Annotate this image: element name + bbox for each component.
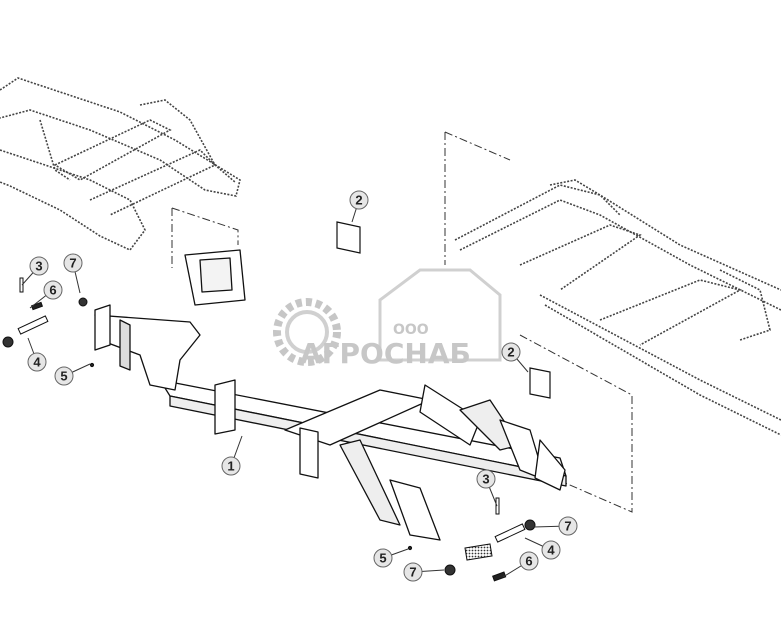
hardware-left xyxy=(2,277,95,368)
callout-label: 4 xyxy=(547,543,555,558)
ghost-frame-left xyxy=(0,77,241,251)
callout-circle xyxy=(29,256,49,276)
callout-label: 5 xyxy=(379,551,386,566)
main-frame xyxy=(94,249,567,541)
callout-circle xyxy=(501,342,521,362)
callout-2b: 2 xyxy=(501,342,529,373)
callout-circle xyxy=(403,562,423,582)
callout-label: 4 xyxy=(33,355,41,370)
callout-4a: 4 xyxy=(27,337,47,372)
callout-circle xyxy=(349,190,369,210)
callout-circle xyxy=(373,548,393,568)
harvester-logo-icon xyxy=(378,268,502,362)
callout-circle xyxy=(43,280,63,300)
callout-7b: 7 xyxy=(533,516,578,536)
gear-logo-icon xyxy=(273,298,341,366)
watermark-company-name: АГРОСНАБ xyxy=(300,337,471,370)
hardware-right xyxy=(407,497,536,582)
callout-2a: 2 xyxy=(349,190,369,223)
callout-label: 7 xyxy=(69,256,76,271)
callout-label: 1 xyxy=(227,459,234,474)
callout-label: 2 xyxy=(355,193,362,208)
callout-circle xyxy=(63,253,83,273)
callout-label: 7 xyxy=(409,565,416,580)
callout-6a: 6 xyxy=(29,280,63,309)
callout-1: 1 xyxy=(221,435,243,476)
callout-4b: 4 xyxy=(524,537,561,560)
callout-circle xyxy=(519,551,539,571)
callout-circle xyxy=(476,469,496,489)
callout-circle xyxy=(27,352,47,372)
plates xyxy=(336,221,551,399)
watermark: ООО АГРОСНАБ xyxy=(273,268,502,370)
callout-circle xyxy=(541,540,561,560)
callout-label: 3 xyxy=(482,472,489,487)
callout-circle xyxy=(221,456,241,476)
callout-5b: 5 xyxy=(373,548,409,568)
callout-label: 3 xyxy=(35,259,42,274)
callout-circle xyxy=(54,366,74,386)
callout-label: 7 xyxy=(564,519,571,534)
callout-circle xyxy=(558,516,578,536)
callout-3a: 3 xyxy=(21,256,49,286)
callout-label: 6 xyxy=(525,554,532,569)
ghost-frame-right xyxy=(454,179,781,436)
mount-panels xyxy=(171,131,633,513)
watermark-company-type: ООО xyxy=(393,322,429,338)
callout-7c: 7 xyxy=(403,562,445,582)
callout-7a: 7 xyxy=(63,253,83,294)
callout-3b: 3 xyxy=(476,469,498,507)
callout-5a: 5 xyxy=(54,363,91,386)
callout-label: 5 xyxy=(60,369,67,384)
callout-6b: 6 xyxy=(502,551,539,578)
callout-label: 6 xyxy=(49,283,56,298)
callout-label: 2 xyxy=(507,345,514,360)
